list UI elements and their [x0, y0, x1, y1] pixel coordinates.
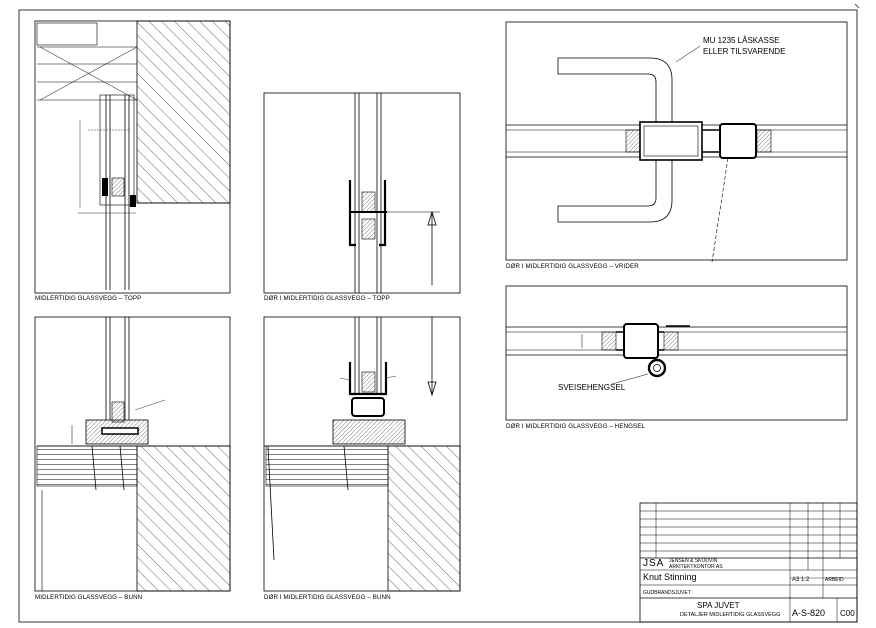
- drawing-title: DETALJER MIDLERTIDIG GLASSVEGG: [680, 612, 781, 618]
- detail-top-left: [34, 20, 231, 294]
- detail-top-mid: [263, 92, 461, 294]
- label-detail-top-left: MIDLERTIDIG GLASSVEGG – TOPP: [35, 295, 142, 302]
- project-location: GUDBRANDSJUVET: [643, 590, 691, 596]
- project-name: SPA JUVET: [697, 601, 740, 610]
- drawing-status: ARBEID: [825, 577, 844, 583]
- detail-right-top: [505, 21, 848, 263]
- title-block: [639, 502, 858, 623]
- label-detail-bottom-mid: DØR I MIDLERTIDIG GLASSVEGG – BUNN: [264, 594, 391, 601]
- detail-bottom-left: [34, 316, 231, 592]
- revision: C00: [840, 609, 855, 618]
- label-detail-bottom-left: MIDLERTIDIG GLASSVEGG – BUNN: [35, 594, 143, 601]
- company-abbr: JSA: [643, 558, 665, 569]
- label-detail-right-top: DØR I MIDLERTIDIG GLASSVEGG – VRIDER: [506, 263, 639, 270]
- company-line1: JENSEN & SKODVIN: [669, 558, 718, 564]
- company-line2: ARKITEKTKONTOR AS: [669, 564, 723, 570]
- sheet-border: [18, 9, 858, 623]
- detail-bottom-mid: [263, 316, 461, 592]
- label-detail-right-mid: DØR I MIDLERTIDIG GLASSVEGG – HENGSEL: [506, 423, 646, 430]
- client-name: Knut Stinning: [643, 572, 697, 582]
- callout-hinge: SVEISEHENGSEL: [558, 383, 626, 392]
- callout-lock-line1: MU 1235 LÅSKASSE: [703, 36, 780, 45]
- callout-lock-line2: ELLER TILSVARENDE: [703, 47, 786, 56]
- label-detail-top-mid: DØR I MIDLERTIDIG GLASSVEGG – TOPP: [264, 295, 390, 302]
- paper-size: A3 1:2: [792, 577, 810, 583]
- detail-right-mid: [505, 285, 848, 421]
- drawing-number: A-S-820: [792, 608, 826, 618]
